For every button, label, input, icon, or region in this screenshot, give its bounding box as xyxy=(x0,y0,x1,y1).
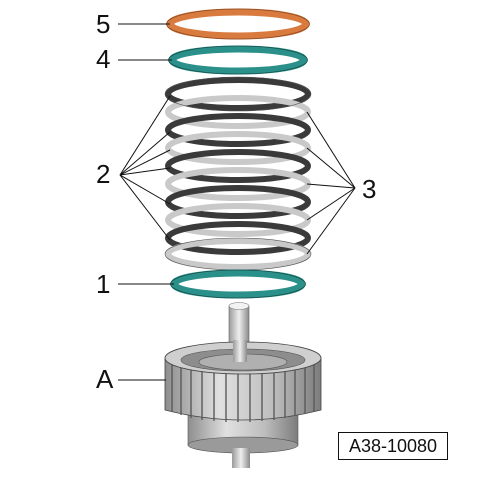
callout-label-5: 5 xyxy=(96,9,110,39)
clutch-plate-stack xyxy=(164,76,312,271)
callout-label-A: A xyxy=(96,364,114,394)
steel-plate xyxy=(165,203,311,237)
clutch-carrier-part-A xyxy=(164,302,322,468)
friction-plate xyxy=(165,113,311,147)
friction-plate xyxy=(165,77,311,111)
callout-label-4: 4 xyxy=(96,44,110,74)
shim-part-1 xyxy=(170,269,306,299)
callout-label-2: 2 xyxy=(96,159,110,189)
shim-part-5 xyxy=(166,8,310,40)
shim-part-4 xyxy=(168,45,308,75)
leader-lines xyxy=(118,23,356,381)
figure-reference-code: A38-10080 xyxy=(338,432,448,460)
friction-plate xyxy=(165,185,311,219)
steel-plate xyxy=(165,131,311,165)
friction-plate xyxy=(165,149,311,183)
steel-plate xyxy=(165,95,311,129)
callout-label-3: 3 xyxy=(362,174,376,204)
callout-label-1: 1 xyxy=(96,269,110,299)
steel-plate xyxy=(165,238,311,270)
figure-reference-text: A38-10080 xyxy=(348,435,438,456)
